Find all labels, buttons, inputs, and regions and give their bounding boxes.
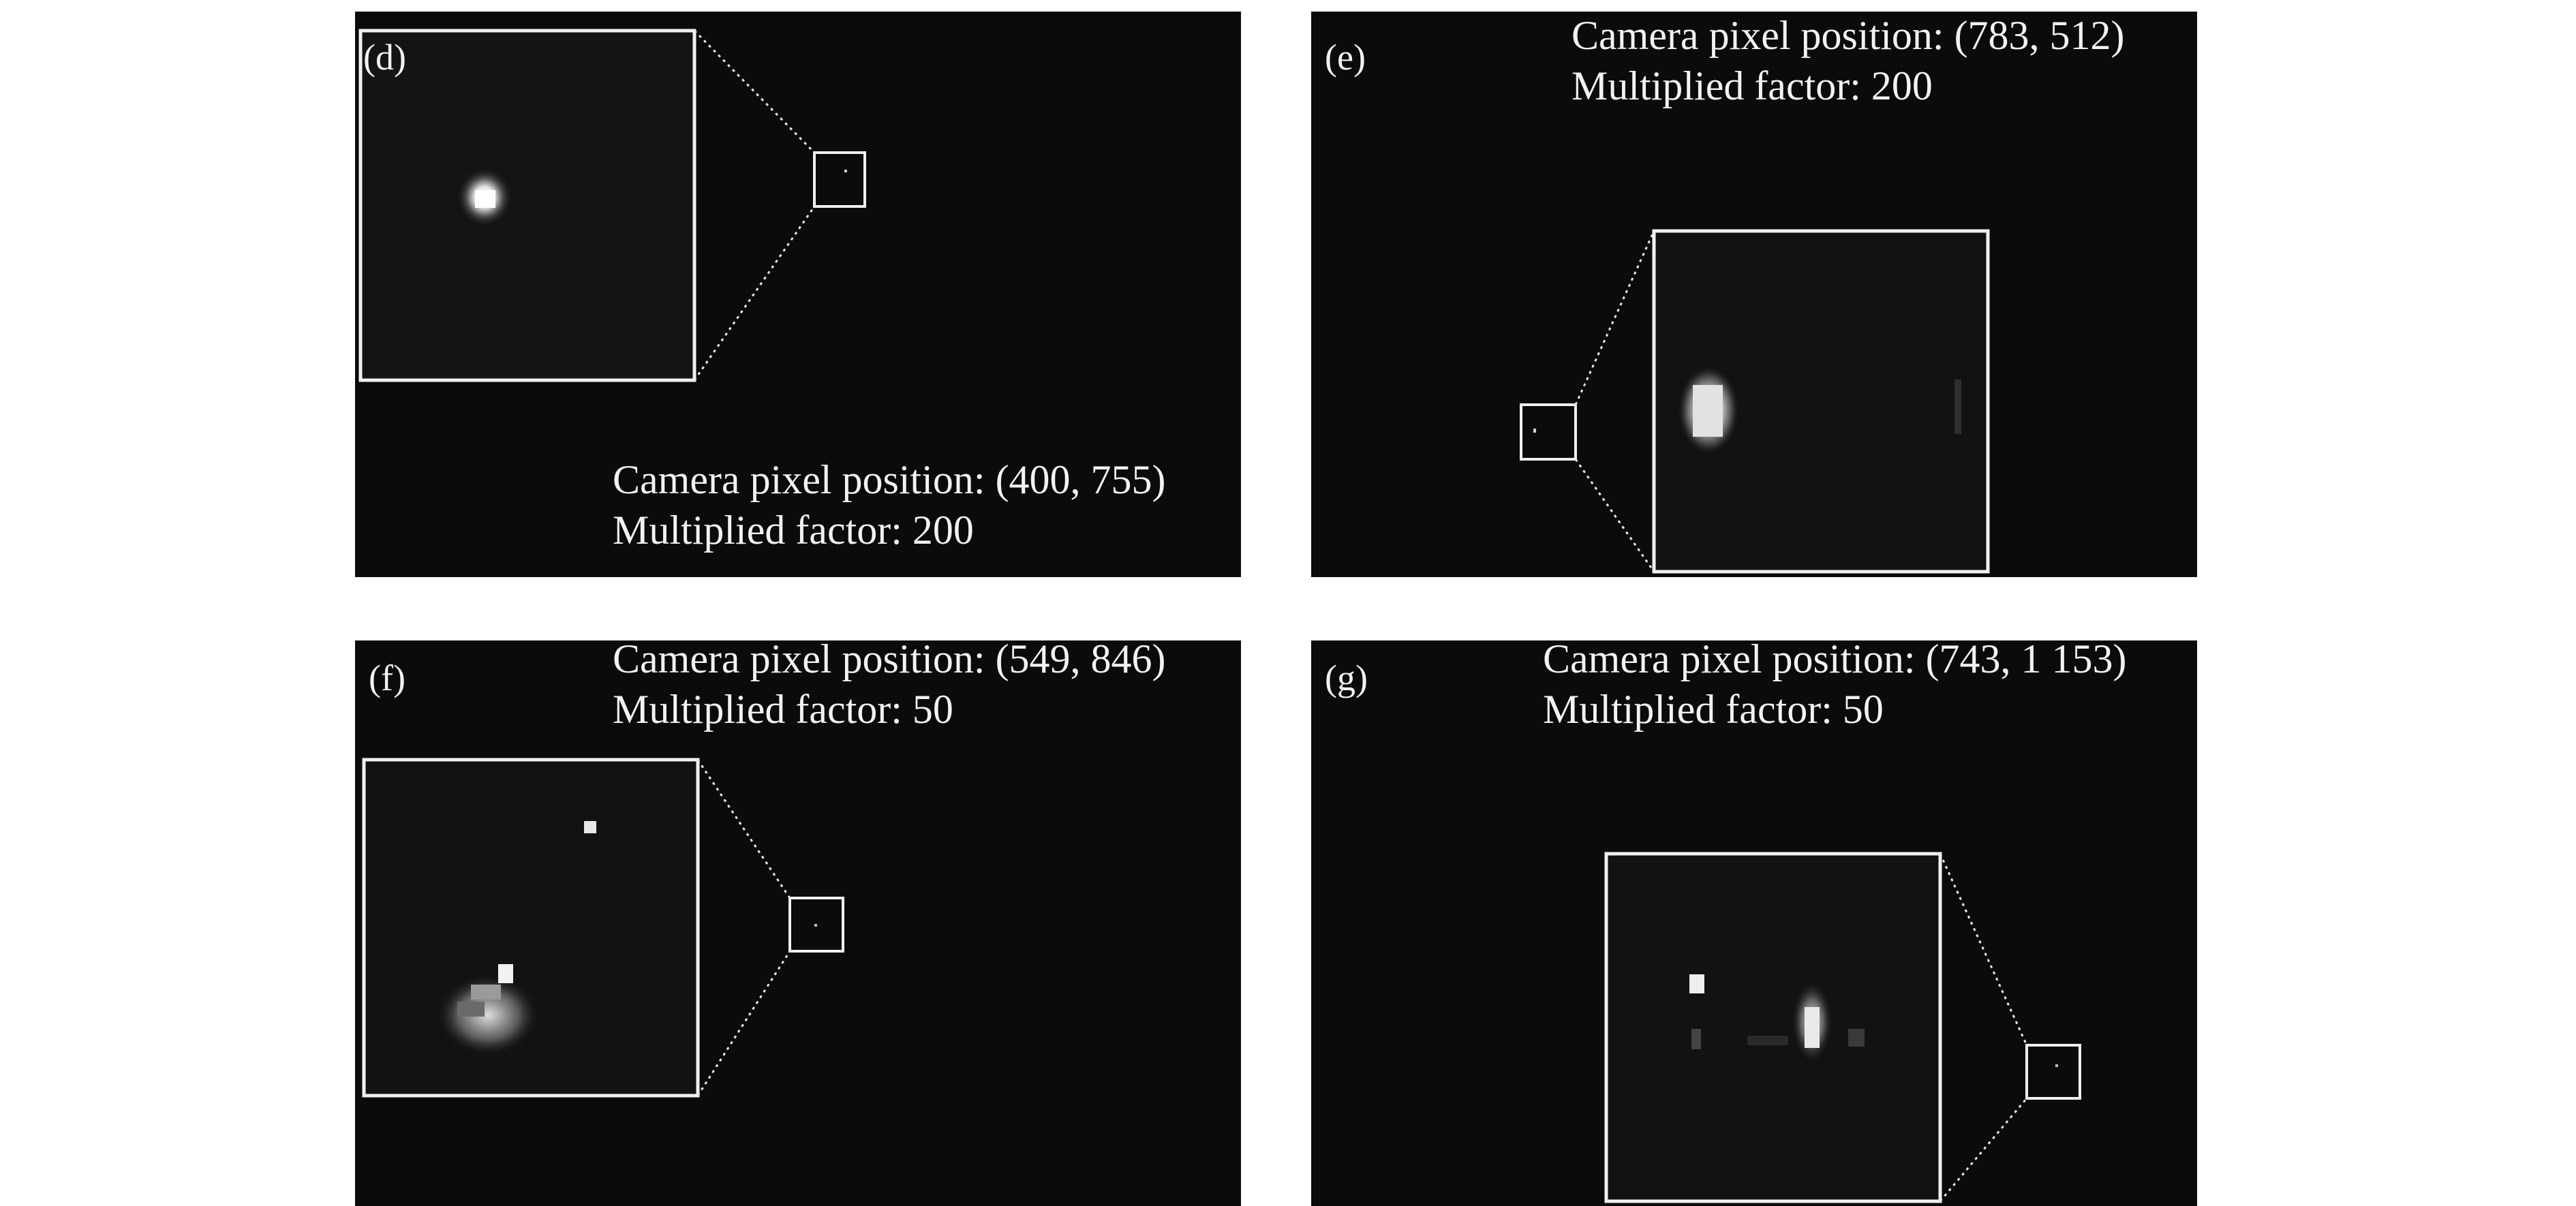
panel-f-source-box: [788, 897, 844, 953]
panel-d-label: (d): [363, 37, 406, 78]
panel-e-caption: Camera pixel position: (783, 512) Multip…: [1571, 12, 2125, 111]
panel-e-image: [1520, 229, 1990, 574]
panel-g-image: [1604, 852, 2081, 1203]
panel-f-caption: Camera pixel position: (549, 846) Multip…: [613, 640, 1166, 735]
panel-g: (g) Camera pixel position: (743, 1 153) …: [1311, 640, 2197, 1206]
panel-g-label: (g): [1325, 658, 1368, 698]
panel-d-connector-bottom: [693, 206, 816, 381]
panel-g-connector-bottom: [1939, 1098, 2028, 1202]
panel-e-source-box: [1520, 403, 1577, 461]
panel-f-connector-top: [696, 759, 791, 899]
panel-f-image: [362, 758, 844, 1098]
panel-f-connector-bottom: [696, 950, 791, 1096]
panel-f-position-text: Camera pixel position: (549, 846): [613, 640, 1166, 681]
panel-d-source-box: [813, 151, 866, 208]
panel-d: (d) Camera pixel position: (400, 755) Mu…: [355, 12, 1241, 577]
panel-f: (f) Camera pixel position: (549, 846) Mu…: [355, 640, 1241, 1206]
panel-d-caption: Camera pixel position: (400, 755) Multip…: [613, 454, 1166, 555]
panel-g-position-text: Camera pixel position: (743, 1 153): [1543, 640, 2127, 681]
panel-e-connector-bottom: [1574, 459, 1655, 572]
panel-d-factor-text: Multiplied factor: 200: [613, 508, 974, 553]
panel-f-zoom-inset: [362, 758, 700, 1098]
panel-e: (e) Camera pixel position: (783, 512) Mu…: [1311, 12, 2197, 577]
panel-f-factor-text: Multiplied factor: 50: [613, 687, 953, 732]
panel-g-zoom-inset: [1604, 852, 1942, 1203]
panel-e-position-text: Camera pixel position: (783, 512): [1571, 13, 2125, 58]
panel-f-label: (f): [369, 658, 405, 698]
panel-g-caption: Camera pixel position: (743, 1 153) Mult…: [1543, 640, 2127, 735]
panel-e-label: (e): [1325, 37, 1366, 78]
panel-d-image: [358, 29, 866, 382]
panel-d-position-text: Camera pixel position: (400, 755): [613, 457, 1166, 502]
panel-g-connector-top: [1939, 853, 2028, 1046]
panel-d-connector-top: [693, 29, 816, 154]
panel-e-factor-text: Multiplied factor: 200: [1571, 63, 1933, 108]
panel-g-source-box: [2025, 1044, 2081, 1100]
panel-d-zoom-inset: [358, 29, 696, 382]
panel-g-factor-text: Multiplied factor: 50: [1543, 687, 1884, 732]
panel-e-connector-top: [1574, 230, 1655, 405]
